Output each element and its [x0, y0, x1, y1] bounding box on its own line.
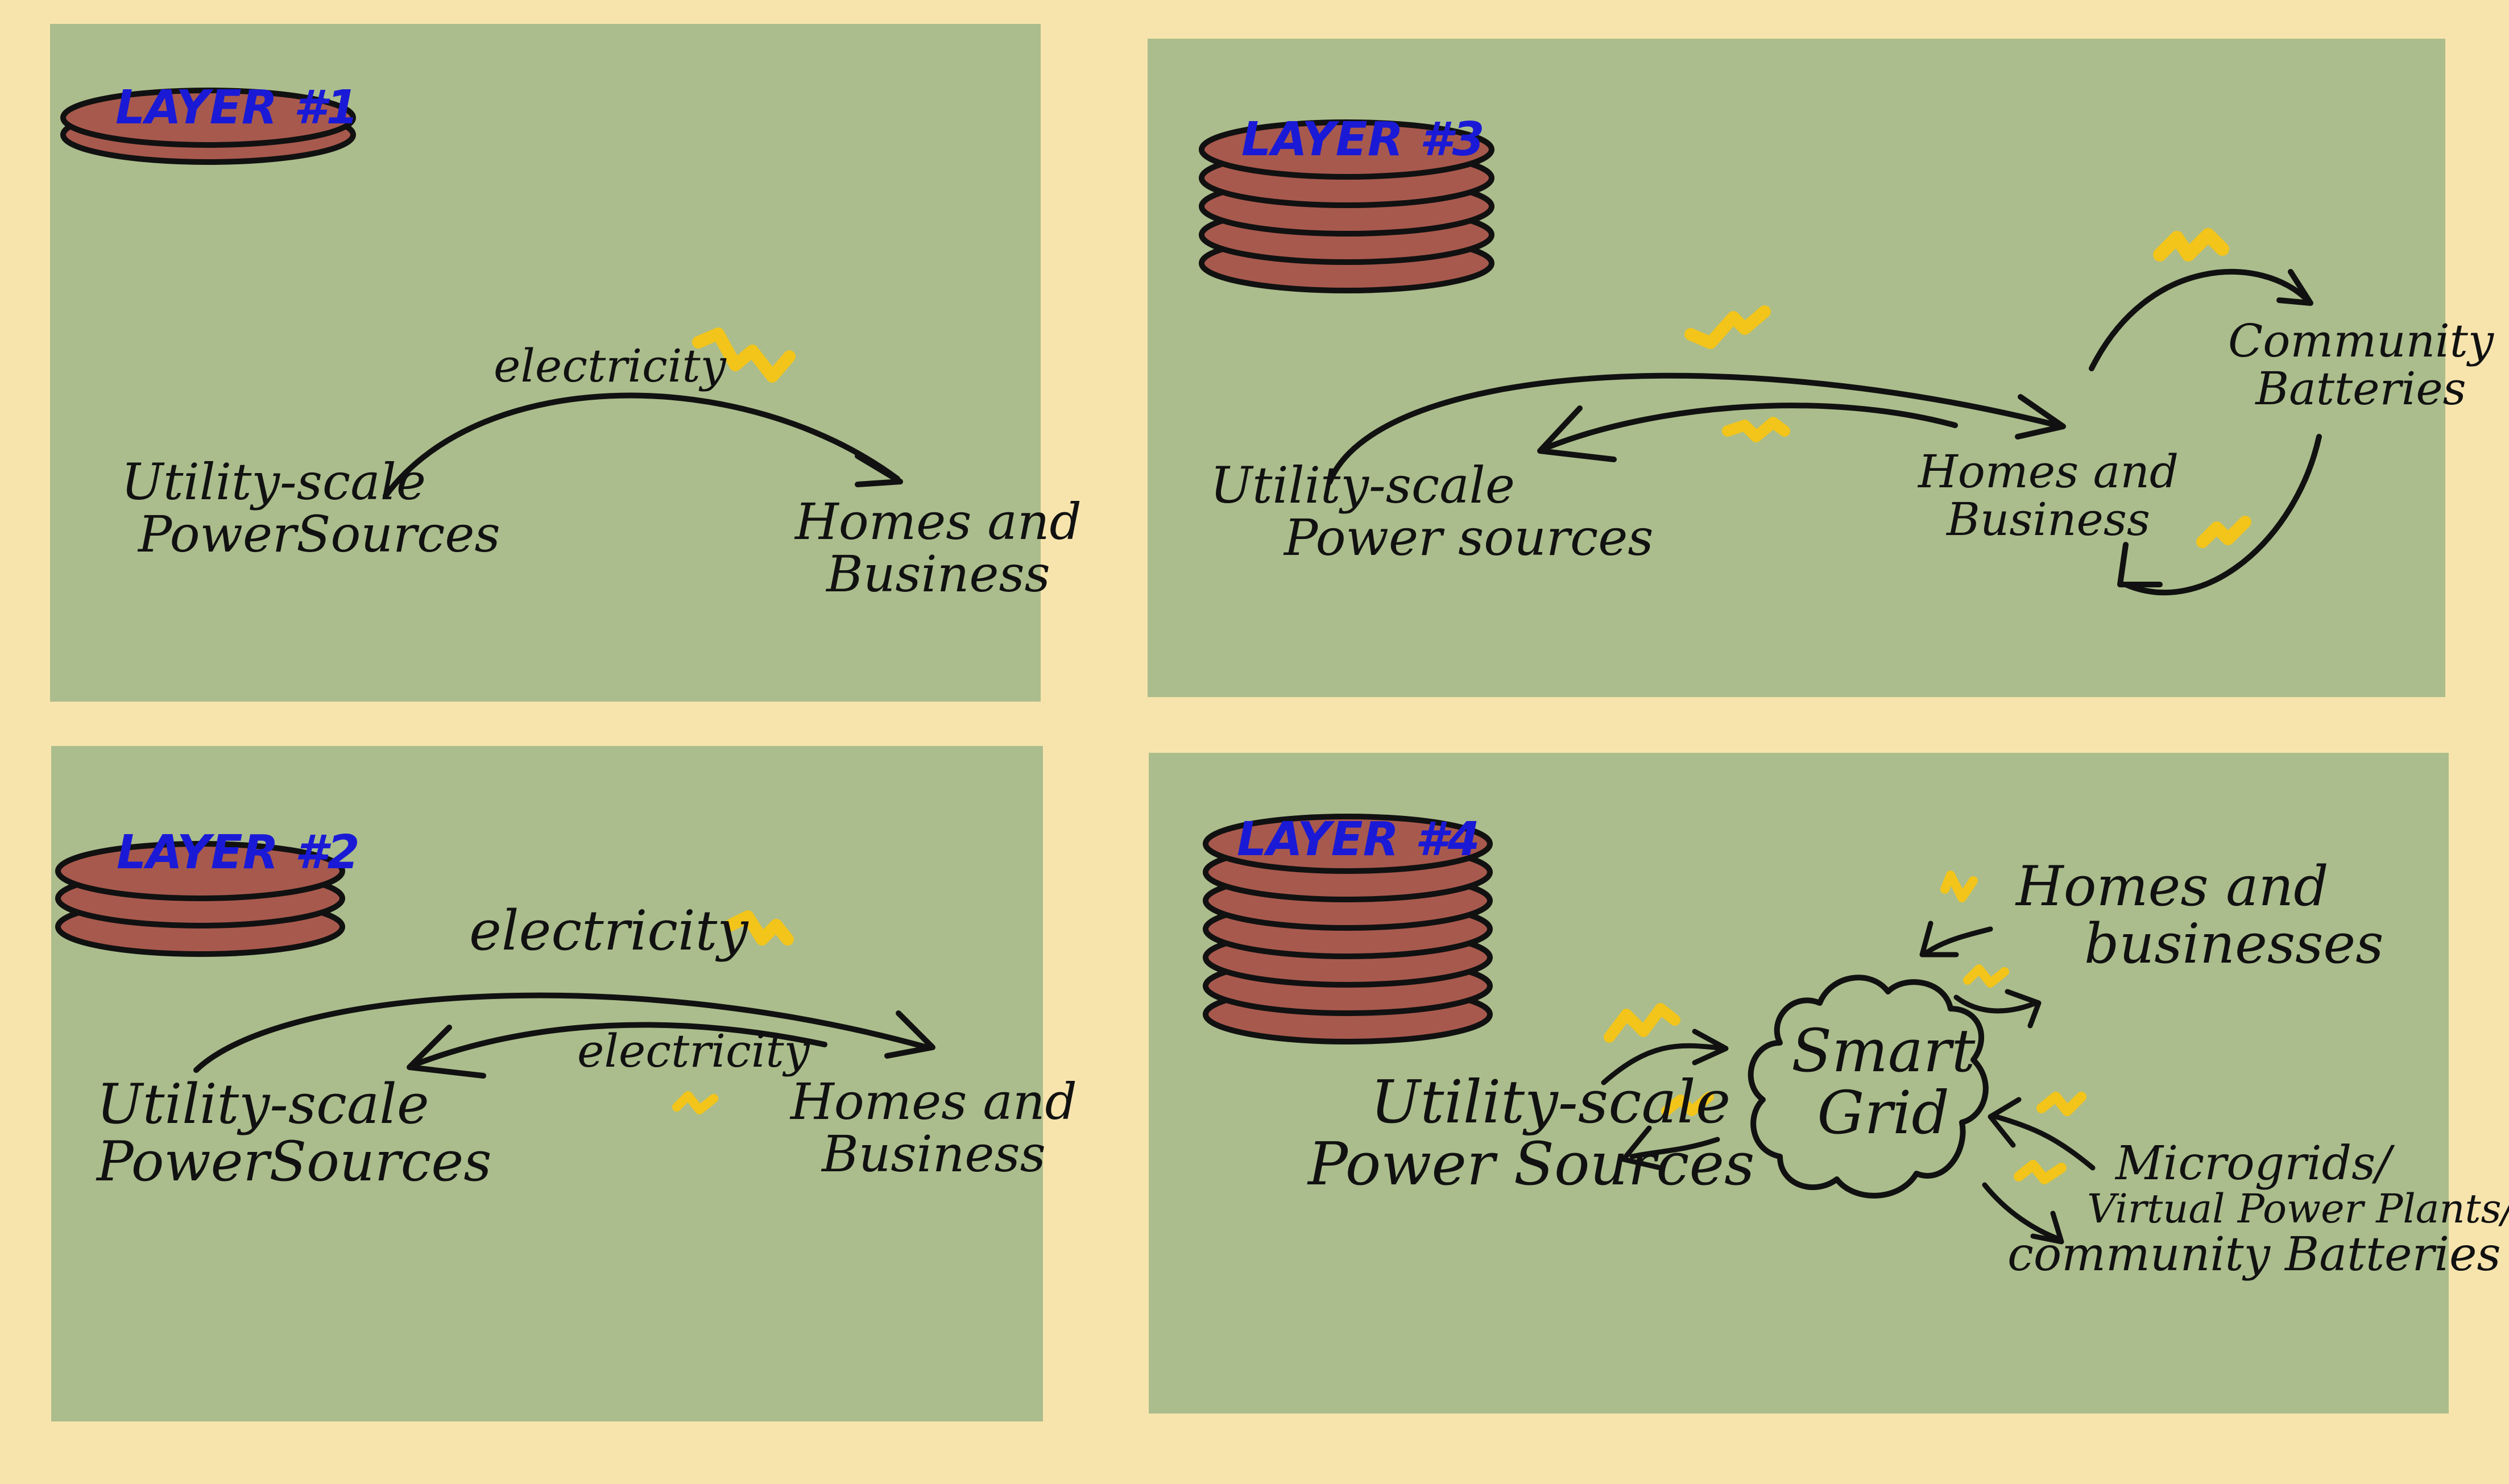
- destination-label: Homes and Business: [795, 492, 1082, 604]
- layer-1-panel: LAYER #1 electricity Utility-scale Power…: [50, 24, 1082, 702]
- lightning-spark-icon: [1604, 1003, 1680, 1043]
- lightning-spark-icon: [1722, 417, 1790, 442]
- arrowhead: [855, 453, 903, 487]
- arrowhead: [884, 1010, 935, 1059]
- arrowhead: [2015, 394, 2066, 440]
- source-label: Utility-scale PowerSources: [121, 453, 500, 564]
- destination-label: Homes and Business: [790, 1072, 1077, 1184]
- electricity-label: electricity: [494, 339, 726, 392]
- batteries-label: Community Batteries: [2228, 314, 2494, 415]
- lightning-spark-icon: [1684, 305, 1771, 349]
- arrowhead: [2005, 989, 2042, 1029]
- layer-2-disc-stack: [55, 841, 345, 957]
- source-label: Utility-scale Power Sources: [1308, 1067, 1755, 1199]
- microgrids-label: Microgrids/ Virtual Power Plants/ commun…: [2007, 1137, 2509, 1282]
- layer-3-disc-stack: [1199, 119, 1494, 293]
- layer-1-title: LAYER #1: [115, 81, 359, 135]
- arrowhead: [2030, 1211, 2064, 1245]
- return-arrow: [1543, 403, 1958, 451]
- layer-1-drawing: [60, 88, 903, 499]
- arrowhead: [1692, 1029, 1729, 1066]
- forward-arrow: [1327, 372, 2060, 485]
- arrowhead: [1621, 1125, 1663, 1171]
- lightning-spark-icon: [1940, 870, 1978, 902]
- arrowhead: [2276, 269, 2313, 306]
- layer-3-panel: LAYER #3 Utility-scale Power sources Hom…: [1148, 39, 2494, 697]
- layer-1-disc-stack: [60, 88, 356, 165]
- lightning-spark-icon: [2036, 1092, 2086, 1116]
- from-batteries-arrow: [2123, 434, 2322, 596]
- layer-2-title: LAYER #2: [117, 826, 360, 880]
- arrow-to-grid-from-homes: [1925, 926, 1993, 955]
- layer-3-drawing: [1199, 119, 2322, 596]
- electricity-arrow: [193, 992, 930, 1073]
- lightning-spark-icon: [2196, 516, 2251, 548]
- layer-4-drawing: [1203, 814, 2096, 1245]
- arrowhead: [2117, 542, 2163, 587]
- layer-4-disc-stack: [1203, 814, 1493, 1044]
- arrowhead: [1537, 405, 1617, 462]
- layer-4-title: LAYER #4: [1237, 813, 1480, 867]
- arrowhead: [407, 1025, 486, 1079]
- lightning-spark-icon: [672, 1091, 718, 1114]
- source-label: Utility-scale PowerSources: [97, 1072, 492, 1193]
- electricity-label: electricity: [469, 899, 748, 963]
- layer-3-title: LAYER #3: [1241, 113, 1485, 167]
- arrow-to-grid: [1601, 1043, 1726, 1085]
- lightning-spark-icon: [1963, 964, 2009, 988]
- to-batteries-arrow: [2089, 269, 2311, 371]
- source-label: Utility-scale Power sources: [1210, 456, 1654, 567]
- arrow-to-source: [1629, 1137, 1720, 1159]
- arrowhead: [1988, 1097, 2022, 1148]
- lightning-spark-icon: [1661, 1092, 1714, 1116]
- homes-label: Homes and businesses: [2016, 855, 2384, 976]
- arrow-to-microgrids: [1982, 1182, 2061, 1242]
- smart-grid-label: Smart Grid: [1791, 1016, 1976, 1148]
- arrowhead: [1919, 921, 1959, 957]
- layer-2-drawing: [55, 841, 935, 1114]
- lightning-spark-icon: [692, 328, 796, 383]
- lightning-spark-icon: [2153, 228, 2229, 262]
- lightning-spark-icon: [2014, 1160, 2067, 1184]
- electricity-arrow: [383, 392, 900, 499]
- layer-4-panel: LAYER #4 Utility-scale Power Sources Sma…: [1149, 753, 2509, 1413]
- electricity-return-label: electricity: [577, 1025, 810, 1077]
- destination-label: Homes and Business: [1918, 445, 2179, 546]
- return-arrow: [412, 1022, 827, 1067]
- lightning-spark-icon: [724, 910, 794, 946]
- layer-2-panel: LAYER #2 electricity electricity Utility…: [51, 746, 1077, 1421]
- arrow-to-homes: [1953, 994, 2039, 1014]
- arrow-to-grid-from-microgrids: [1993, 1114, 2096, 1171]
- smart-grid-cloud-icon: [1748, 975, 1989, 1199]
